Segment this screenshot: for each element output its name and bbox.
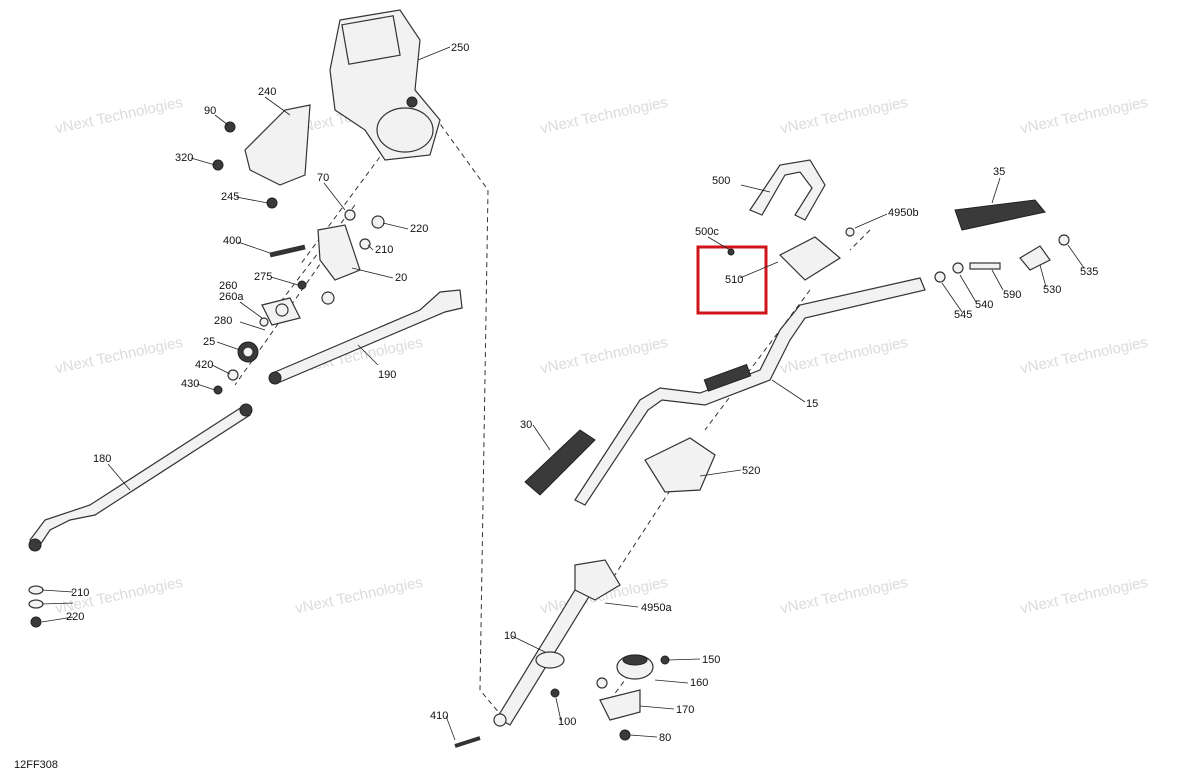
svg-text:vNext Technologies: vNext Technologies [54, 334, 185, 378]
callout-210-upper: 210 [375, 244, 393, 256]
callout-35: 35 [993, 166, 1005, 178]
callout-410: 410 [430, 710, 448, 722]
watermark: vNext Technologies [54, 334, 185, 378]
callout-510: 510 [725, 274, 743, 286]
callout-10: 10 [504, 630, 516, 642]
diagram-code: 12FF308 [14, 759, 58, 771]
highlight-box [696, 245, 768, 315]
callout-320: 320 [175, 152, 193, 164]
watermark: vNext Technologies [539, 94, 670, 138]
watermark: vNext Technologies [539, 334, 670, 378]
callout-420: 420 [195, 359, 213, 371]
callout-100: 100 [558, 716, 576, 728]
svg-text:vNext Technologies: vNext Technologies [779, 574, 910, 618]
watermark: vNext Technologies [1019, 574, 1150, 618]
svg-text:vNext Technologies: vNext Technologies [54, 94, 185, 138]
callout-430: 430 [181, 378, 199, 390]
callout-80: 80 [659, 732, 671, 744]
svg-text:vNext Technologies: vNext Technologies [539, 334, 670, 378]
svg-text:vNext Technologies: vNext Technologies [539, 94, 670, 138]
callout-70: 70 [317, 172, 329, 184]
grip-35 [954, 199, 1046, 231]
callout-170: 170 [676, 704, 694, 716]
callout-500c: 500c [695, 226, 719, 238]
watermark: vNext Technologies [1019, 334, 1150, 378]
callout-15: 15 [806, 398, 818, 410]
callout-260a: 260a [219, 291, 244, 303]
callout-530: 530 [1043, 284, 1061, 296]
watermark: vNext Technologies [294, 574, 425, 618]
callout-90: 90 [204, 105, 216, 117]
svg-text:vNext Technologies: vNext Technologies [779, 334, 910, 378]
callout-500: 500 [712, 175, 730, 187]
watermark: vNext Technologies [779, 334, 910, 378]
callout-30: 30 [520, 419, 532, 431]
handguard-500 [749, 159, 826, 221]
grip-30 [524, 429, 596, 496]
svg-text:vNext Technologies: vNext Technologies [1019, 334, 1150, 378]
callout-labels: 250 240 90 320 245 70 220 400 210 20 275… [66, 42, 1098, 744]
callout-220-lower: 220 [66, 611, 84, 623]
callout-545: 545 [954, 309, 972, 321]
callout-180: 180 [93, 453, 111, 465]
callout-245: 245 [221, 191, 239, 203]
callout-160: 160 [690, 677, 708, 689]
watermark-layer: vNext Technologies vNext Technologies vNex… [54, 94, 1150, 618]
callout-20: 20 [395, 272, 407, 284]
callout-280: 280 [214, 315, 232, 327]
svg-text:vNext Technologies: vNext Technologies [1019, 94, 1150, 138]
pitman-arm-20 [317, 224, 361, 281]
bar-end-hardware [934, 234, 1070, 283]
callout-260: 260 [219, 280, 237, 292]
callout-520: 520 [742, 465, 760, 477]
tie-rod-190 [268, 289, 463, 385]
callout-4950a: 4950a [641, 602, 672, 614]
svg-text:vNext Technologies: vNext Technologies [294, 574, 425, 618]
watermark: vNext Technologies [779, 574, 910, 618]
power-steering-unit [329, 9, 441, 161]
leader-lines [41, 46, 1085, 741]
steering-column-10 [454, 559, 621, 748]
small-hardware-left [212, 121, 385, 305]
watermark: vNext Technologies [779, 94, 910, 138]
handlebar-15 [574, 277, 926, 506]
watermark: vNext Technologies [1019, 94, 1150, 138]
callout-540: 540 [975, 299, 993, 311]
bracket-240 [244, 104, 311, 186]
callout-25: 25 [203, 336, 215, 348]
clamp-510 [727, 227, 855, 281]
riser-520 [644, 437, 716, 493]
svg-text:vNext Technologies: vNext Technologies [1019, 574, 1150, 618]
watermark: vNext Technologies [54, 94, 185, 138]
callout-220-right: 220 [410, 223, 428, 235]
callout-190: 190 [378, 369, 396, 381]
callout-590: 590 [1003, 289, 1021, 301]
callout-4950b: 4950b [888, 207, 919, 219]
callout-535: 535 [1080, 266, 1098, 278]
callout-150: 150 [702, 654, 720, 666]
svg-text:vNext Technologies: vNext Technologies [779, 94, 910, 138]
bearing-160 [596, 654, 670, 741]
callout-210-lower: 210 [71, 587, 89, 599]
callout-250: 250 [451, 42, 469, 54]
callout-400: 400 [223, 235, 241, 247]
callout-275: 275 [254, 271, 272, 283]
callout-240: 240 [258, 86, 276, 98]
